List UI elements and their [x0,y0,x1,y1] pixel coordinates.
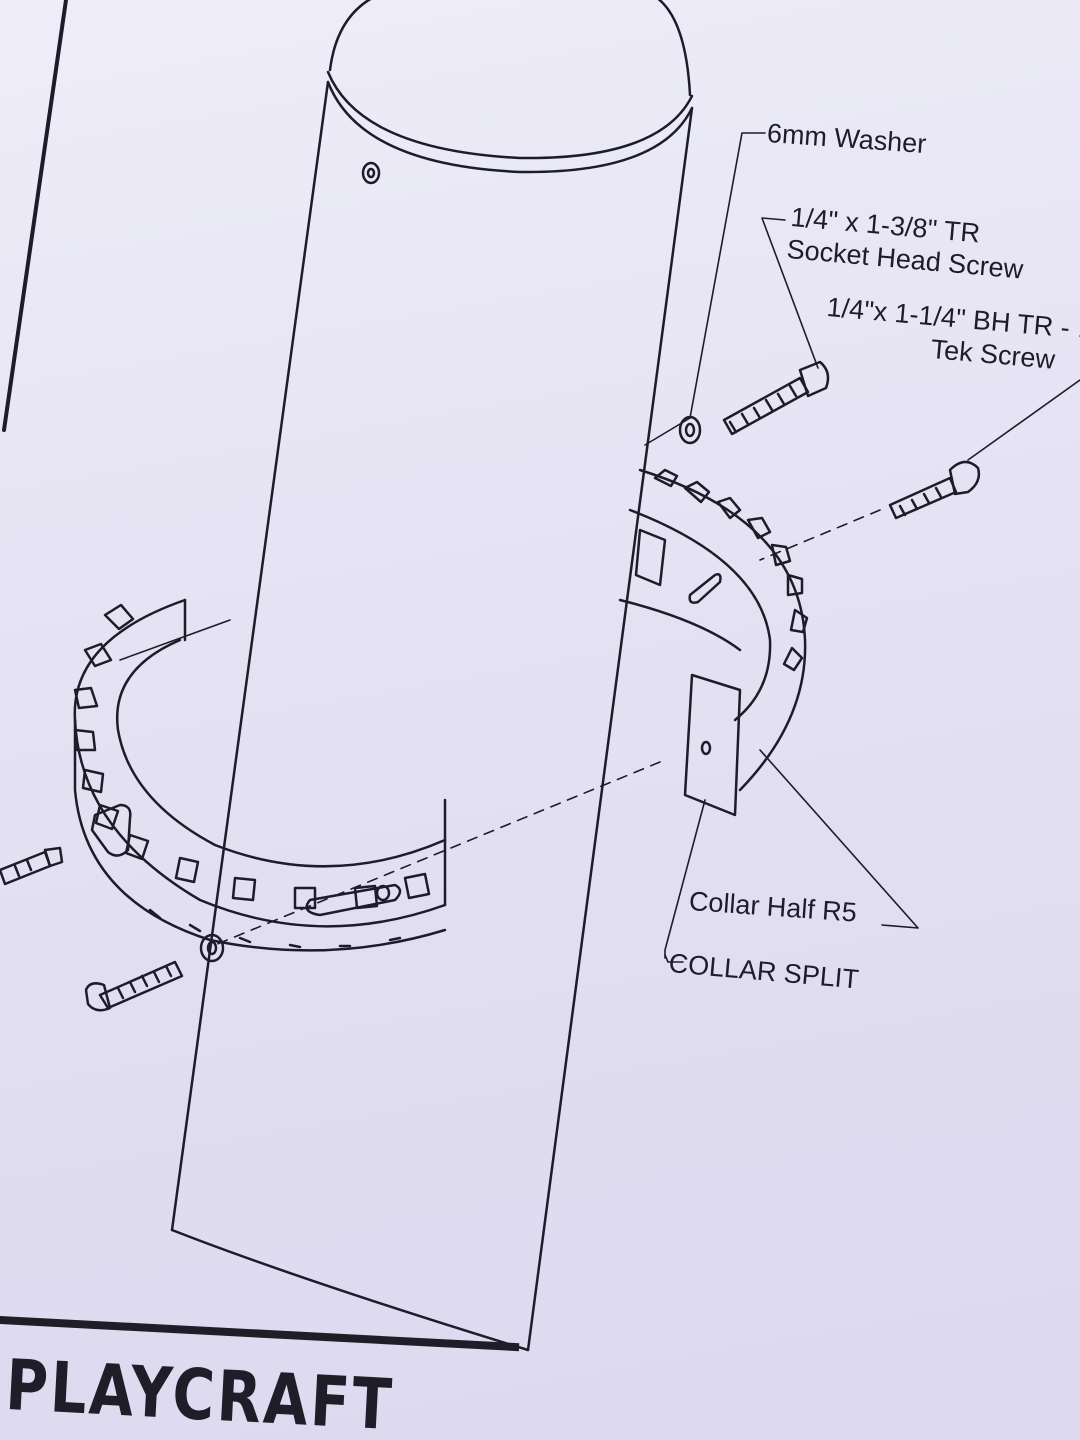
collar-half-back [618,468,809,817]
assembly-paths [214,509,881,946]
post-illustration [170,0,694,1352]
hardware [0,360,981,1012]
collar-half-front [73,598,447,952]
hidden-line [119,619,231,661]
page-border-line [2,0,68,432]
leader-lines [644,132,1080,963]
